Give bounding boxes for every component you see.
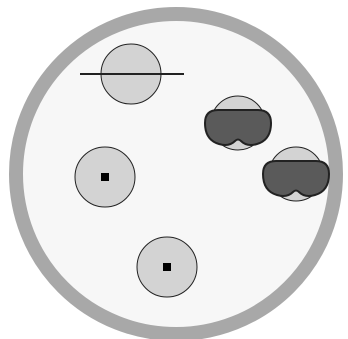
center-dot-icon [101,173,109,181]
mask-icon [205,110,271,145]
dotted-circle-2 [137,237,197,297]
mask-icon [263,161,329,196]
dotted-circle-1 [75,147,135,207]
center-dot-icon [163,263,171,271]
